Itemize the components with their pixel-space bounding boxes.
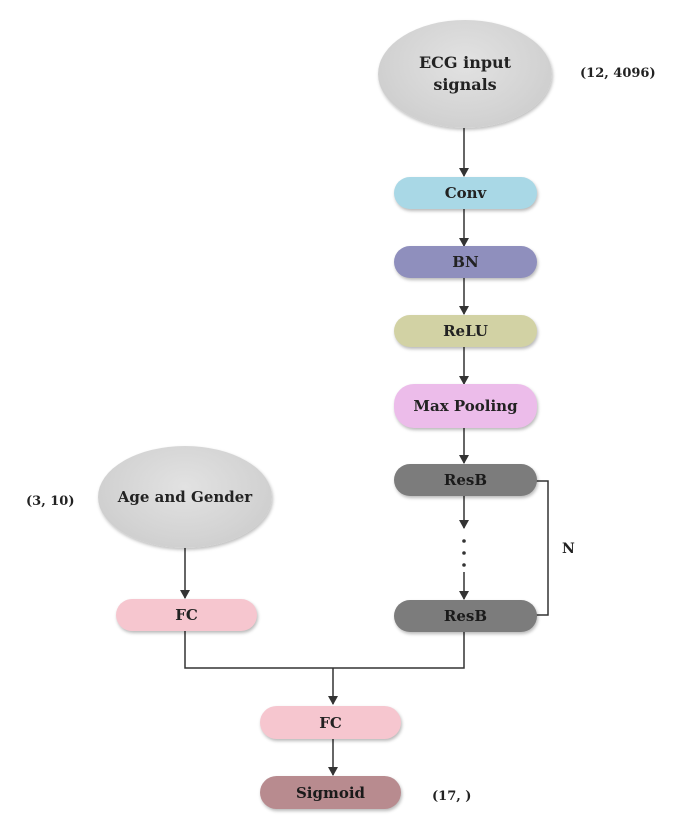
repeat-bracket	[534, 480, 549, 616]
demographics-shape-label: (3, 10)	[26, 494, 75, 509]
fc-merge-block: FC	[260, 706, 401, 739]
merge-line-left	[184, 631, 465, 669]
fc-demographics-block: FC	[116, 599, 257, 631]
ellipsis-dot	[462, 539, 466, 543]
ecg-input-node: ECG input signals	[378, 20, 552, 128]
resblock-last: ResB	[394, 600, 537, 632]
max-pooling-block: Max Pooling	[394, 384, 537, 428]
output-shape-label: (17, )	[432, 789, 472, 804]
demographics-input-label: Age and Gender	[117, 488, 253, 506]
demographics-input-node: Age and Gender	[98, 446, 272, 548]
relu-block: ReLU	[394, 315, 537, 347]
repeat-count-label: N	[562, 541, 575, 557]
ecg-input-label-line1: ECG input	[418, 53, 512, 72]
ecg-input-shape-label: (12, 4096)	[580, 66, 656, 81]
batchnorm-block: BN	[394, 246, 537, 278]
resblock-first: ResB	[394, 464, 537, 496]
ecg-input-label-line2: signals	[433, 75, 497, 94]
conv-block: Conv	[394, 177, 537, 209]
ellipsis-dot	[462, 551, 466, 555]
ellipsis-dot	[462, 563, 466, 567]
sigmoid-block: Sigmoid	[260, 776, 401, 809]
